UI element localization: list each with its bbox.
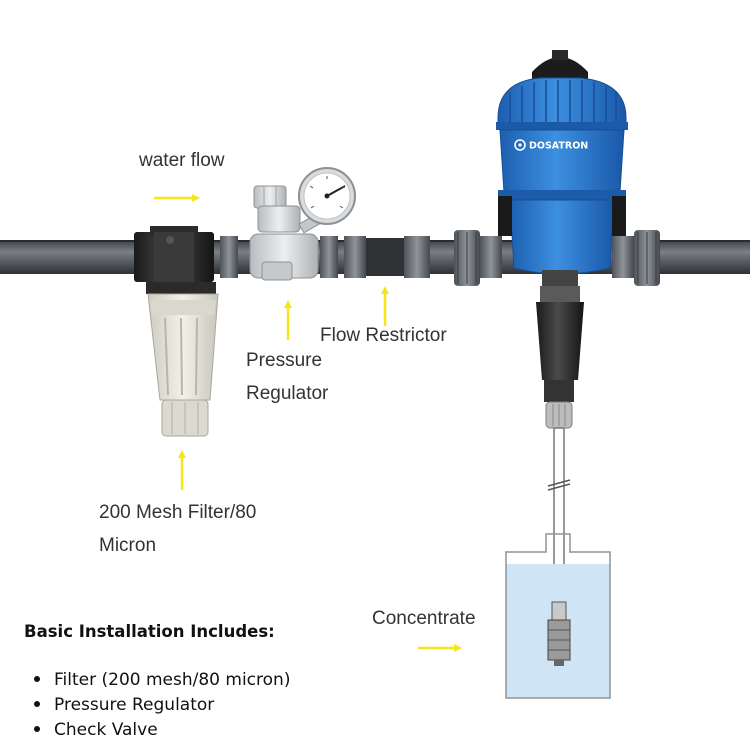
pressure-regulator [249, 185, 324, 281]
dosatron-brand-text: DOSATRON [529, 141, 588, 152]
dosatron-logo-icon [514, 139, 526, 151]
list-item-label: Pressure Regulator [54, 695, 215, 715]
list-item-label: Check Valve [54, 720, 158, 740]
concentrate-label: Concentrate [372, 608, 476, 629]
dosatron-injector: DOSATRON [496, 50, 628, 275]
bullet-icon [34, 701, 40, 707]
installation-list: Filter (200 mesh/80 micron) Pressure Reg… [34, 668, 290, 743]
pressure-regulator-label-line1: Pressure [246, 350, 323, 371]
tube-strainer [547, 601, 571, 666]
installation-heading: Basic Installation Includes: [24, 622, 275, 641]
bullet-icon [34, 676, 40, 682]
bullet-icon [34, 726, 40, 732]
pipe-collar [220, 236, 238, 278]
filter [134, 226, 219, 437]
list-item-label: Filter (200 mesh/80 micron) [54, 670, 291, 690]
list-item: Pressure Regulator [34, 693, 290, 718]
flow-restrictor [344, 236, 430, 278]
pressure-regulator-label-line2: Regulator [246, 383, 329, 404]
filter-label-line1: 200 Mesh Filter/80 [99, 502, 257, 523]
union-nut-left [454, 230, 502, 286]
pressure-gauge [298, 167, 356, 225]
list-item: Check Valve [34, 718, 290, 743]
water-flow-label: water flow [139, 150, 225, 171]
filter-label-line2: Micron [99, 535, 157, 556]
union-nut-right [612, 230, 660, 286]
pipe-collar [320, 236, 338, 278]
list-item: Filter (200 mesh/80 micron) [34, 668, 290, 693]
flow-restrictor-label: Flow Restrictor [320, 325, 447, 346]
suction-assembly [536, 270, 584, 429]
